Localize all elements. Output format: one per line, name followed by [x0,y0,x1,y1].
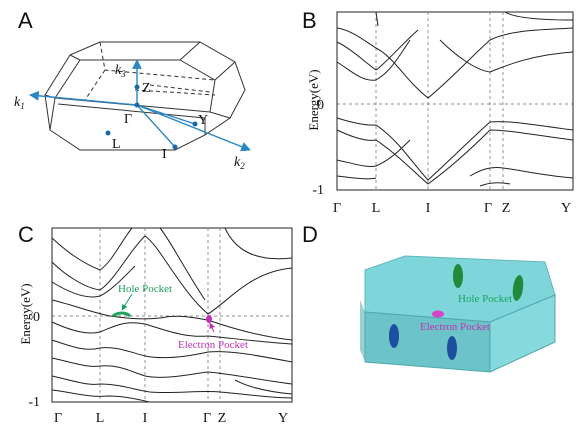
panel-letter-d: D [302,222,318,247]
hole-pocket-top-right [512,275,524,301]
panel-c-ylabel: Energy(eV) [18,283,33,344]
panel-a-k-vectors [29,59,251,152]
panel-d-electron-label: Electron Pocket [420,321,490,333]
panel-c-hole-label: Hole Pocket [118,283,172,295]
panel-letter-a: A [18,8,33,33]
hole-pocket-band-mark [112,311,132,318]
panel-letter-c: C [18,222,34,247]
label-gamma: Γ [124,112,132,127]
panel-b-xtick-z: Z [502,201,511,216]
panel-b-band-plot: 0 -1 Energy(eV) Γ L I Γ Z Y [306,11,574,216]
panel-b-ytick-0: 0 [317,98,324,113]
panel-b-xtick-l: L [372,201,381,216]
panel-c-axis-text: 0 -1 Energy(eV) Γ L I Γ Z Y [18,283,288,426]
point-y [192,121,198,127]
label-l: L [112,137,121,152]
panel-c-xtick-l: L [96,411,105,426]
panel-b-xtick-y: Y [561,201,571,216]
hole-pocket-top-left [453,264,463,288]
panel-d-fermi-surface: Hole Pocket Electron Pocket [360,255,556,373]
hole-pocket-front-left [389,324,399,348]
panel-a-point-labels: Z Γ Y L I [112,81,208,162]
electron-pocket [432,310,444,318]
panel-a-brillouin-zone [44,41,246,151]
label-z: Z [142,81,151,96]
panel-c-ytick-minus1: -1 [28,395,40,410]
k2-arrow [136,104,251,152]
label-k2: k2 [234,155,245,171]
panel-c-ytick-0: 0 [33,310,40,325]
panel-b-xtick-gamma: Γ [333,201,341,216]
panel-c-xtick-y: Y [278,411,288,426]
label-k1: k1 [14,95,25,111]
panel-b-ytick-minus1: -1 [312,183,324,198]
panel-letter-b: B [302,8,317,33]
panel-b-axis-text: 0 -1 Energy(eV) Γ L I Γ Z Y [306,69,571,216]
k1-arrow [29,90,138,106]
point-i [172,144,178,150]
electron-pocket-band-mark [206,315,212,323]
point-l [105,130,111,136]
label-k3: k3 [115,63,126,79]
fermi-box-side [489,294,556,373]
panel-c-electron-label: Electron Pocket [178,339,248,351]
point-gamma [134,102,140,108]
label-y: Y [198,113,208,128]
panel-c-xtick-i: I [143,411,148,426]
panel-c-xtick-z: Z [218,411,227,426]
panel-b-frame [336,11,574,191]
panel-a-points [105,84,198,150]
panel-b-xtick-gamma2: Γ [484,201,492,216]
panel-b-xtick-i: I [426,201,431,216]
panel-a-labels: k1 k2 k3 [14,63,245,171]
hole-pocket-front-right [447,336,457,360]
panel-c-frame [51,227,293,403]
panel-c-xtick-gamma2: Γ [203,411,211,426]
panel-d-hole-label: Hole Pocket [458,293,512,305]
panel-b-ylabel: Energy(eV) [306,69,321,130]
panel-c-band-plot: Hole Pocket Electron Pocket 0 -1 Energy(… [18,227,293,426]
point-z [134,84,140,90]
label-i: I [162,147,167,162]
panel-c-xtick-gamma: Γ [54,411,62,426]
